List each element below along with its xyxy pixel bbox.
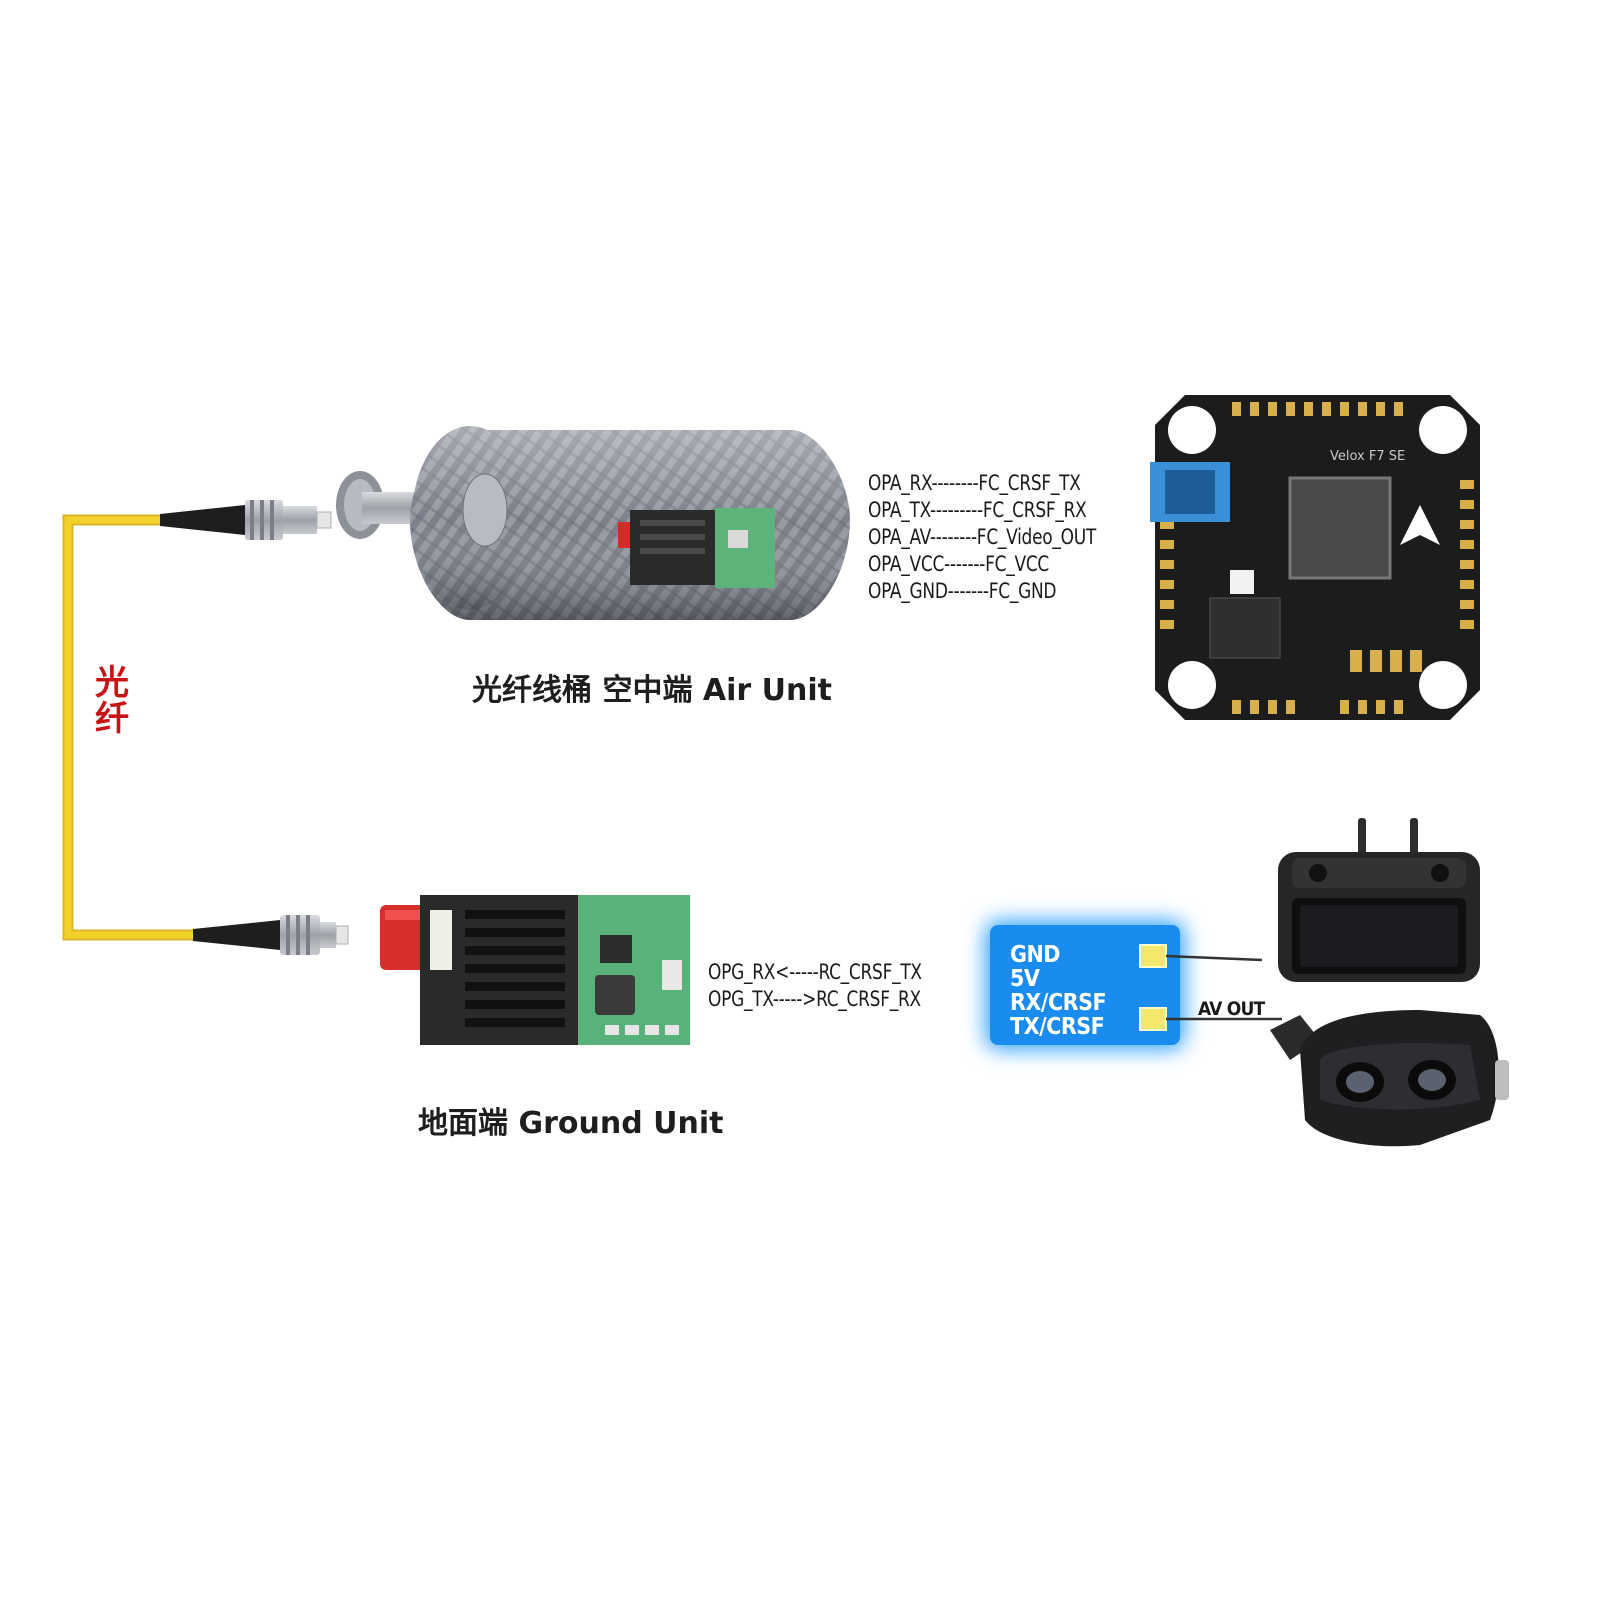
fiber-cable (62, 514, 195, 941)
air-wiring-line: OPA_GND-------FC_GND (868, 579, 1057, 603)
ground-wiring-list: OPG_RX<-----RC_CRSF_TX OPG_TX----->RC_CR… (708, 959, 922, 1013)
air-fiber-connector (160, 500, 332, 540)
flight-controller-board: Velox F7 SE (1150, 395, 1480, 720)
air-wiring-line: OPA_AV--------FC_Video_OUT (868, 525, 1097, 549)
air-wiring-line: OPA_TX---------FC_CRSF_RX (868, 498, 1087, 522)
fiber-label: 光纤 (95, 663, 129, 739)
remote-controller-image (1278, 818, 1480, 982)
ground-wiring-line: OPG_TX----->RC_CRSF_RX (708, 987, 921, 1011)
ground-wiring-line: OPG_RX<-----RC_CRSF_TX (708, 960, 922, 984)
ground-unit-board (380, 895, 690, 1045)
av-out-label: AV OUT (1198, 998, 1265, 1020)
module-pin-tx: TX/CRSF (1010, 1014, 1105, 1040)
board-model-text: Velox F7 SE (1330, 449, 1405, 464)
module-pin-rx: RX/CRSF (1010, 990, 1107, 1016)
air-unit-spool (336, 426, 850, 620)
module-pin-5v: 5V (1010, 966, 1040, 992)
fpv-goggles-image (1270, 1010, 1509, 1147)
receiver-module (985, 920, 1185, 1050)
air-wiring-list: OPA_RX--------FC_CRSF_TX OPA_TX---------… (868, 470, 1096, 605)
ground-fiber-connector (193, 915, 349, 955)
air-unit-title: 光纤线桶 空中端 Air Unit (472, 673, 832, 708)
ground-unit-title: 地面端 Ground Unit (418, 1106, 724, 1141)
air-wiring-line: OPA_VCC-------FC_VCC (868, 552, 1050, 576)
module-pin-gnd: GND (1010, 942, 1060, 968)
air-wiring-line: OPA_RX--------FC_CRSF_TX (868, 471, 1081, 495)
module-wires (1165, 954, 1282, 1021)
